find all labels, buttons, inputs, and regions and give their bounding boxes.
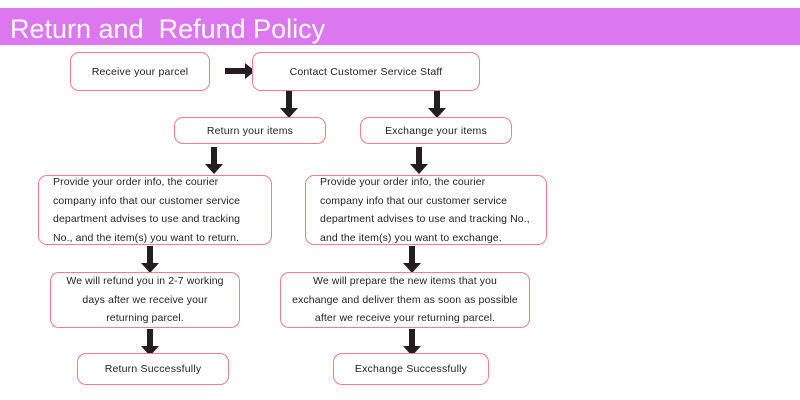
node-label: Exchange Successfully	[354, 363, 468, 375]
node-label: Provide your order info, the courier com…	[53, 176, 241, 244]
node-return-items: Return your items	[174, 117, 326, 144]
node-receive-parcel: Receive your parcel	[70, 52, 210, 91]
connector-refund-to-success-icon	[141, 329, 159, 356]
page-title: Return and Refund Policy	[10, 14, 326, 44]
connector-contact-to-exchange-icon	[428, 91, 446, 118]
node-label: Return your items	[206, 124, 294, 137]
node-exchange-details: Provide your order info, the courier com…	[305, 175, 547, 245]
connector-contact-to-return-icon	[280, 91, 298, 118]
node-refund-timeline: We will refund you in 2-7 working days a…	[50, 272, 240, 328]
title-banner: Return and Refund Policy	[0, 8, 800, 45]
connector-return-details-to-refund-icon	[141, 246, 159, 273]
connector-exchange-timeline-to-success-icon	[403, 329, 421, 356]
node-label: Receive your parcel	[91, 65, 189, 78]
node-label: Exchange your items	[385, 124, 487, 137]
node-label: We will prepare the new items that you e…	[292, 275, 518, 325]
node-exchange-timeline: We will prepare the new items that you e…	[280, 272, 530, 328]
node-exchange-success: Exchange Successfully	[333, 353, 489, 385]
node-return-details: Provide your order info, the courier com…	[38, 175, 272, 245]
node-label: Return Successfully	[104, 363, 202, 375]
connector-receive-to-contact-icon	[225, 63, 255, 79]
node-return-success: Return Successfully	[77, 353, 229, 385]
connector-exchange-details-to-timeline-icon	[403, 246, 421, 273]
node-label: Contact Customer Service Staff	[289, 65, 443, 78]
connector-return-to-details-icon	[205, 147, 223, 174]
node-exchange-items: Exchange your items	[360, 117, 512, 144]
node-label: Provide your order info, the courier com…	[320, 176, 530, 244]
connector-exchange-to-details-icon	[410, 147, 428, 174]
node-label: We will refund you in 2-7 working days a…	[66, 275, 224, 325]
node-contact-staff: Contact Customer Service Staff	[252, 52, 480, 91]
